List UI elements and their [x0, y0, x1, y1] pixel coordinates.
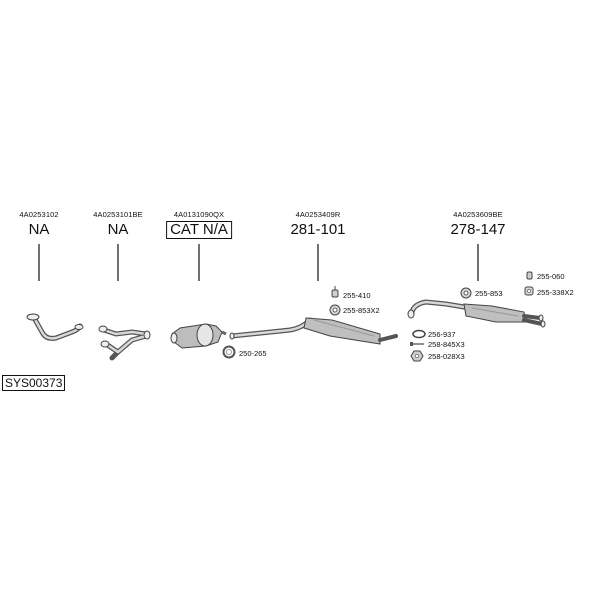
accessory-code: 258-028X3	[428, 352, 465, 361]
rubber-ring-icon	[460, 287, 472, 299]
accessory-code: 255-853	[475, 289, 503, 298]
clamp-ring-icon	[222, 345, 236, 359]
oem-number-middle-silencer: 4A0253409R	[295, 210, 341, 219]
rubber-ring-icon	[329, 304, 341, 316]
accessory-code: 255-060	[537, 272, 565, 281]
oem-number-y-pipe: 4A0253101BE	[93, 210, 143, 219]
oem-number-catalyst: 4A0131090QX	[173, 210, 225, 219]
accessory-code: 258-845X3	[428, 340, 465, 349]
bolt-icon	[410, 342, 424, 346]
rubber-hanger-icon	[331, 286, 339, 298]
nut-icon	[410, 350, 424, 362]
oem-number-rear-silencer: 4A0253609BE	[453, 210, 503, 219]
part-number-y-pipe: NA	[107, 221, 129, 238]
system-code-label: SYS00373	[2, 375, 66, 391]
oem-number-front-pipe: 4A0253102	[19, 210, 59, 219]
accessory-code: 256-937	[428, 330, 456, 339]
front-pipe-part	[26, 313, 84, 341]
accessory-code: 250-265	[239, 349, 267, 358]
gasket-icon	[412, 329, 426, 339]
rubber-mount-icon	[524, 286, 534, 296]
rear-silencer-part	[407, 299, 546, 328]
part-number-rear-silencer: 278-147	[450, 221, 506, 238]
accessory-code: 255-853X2	[343, 306, 380, 315]
accessory-code: 255-410	[343, 291, 371, 300]
rubber-hanger-icon	[526, 271, 533, 280]
catalyst-part	[170, 323, 227, 349]
accessory-code: 255-338X2	[537, 288, 574, 297]
part-number-front-pipe: NA	[28, 221, 50, 238]
y-pipe-part	[98, 325, 151, 361]
part-number-middle-silencer: 281-101	[290, 221, 346, 238]
part-number-catalyst: CAT N/A	[166, 221, 232, 239]
middle-silencer-part	[229, 317, 398, 345]
